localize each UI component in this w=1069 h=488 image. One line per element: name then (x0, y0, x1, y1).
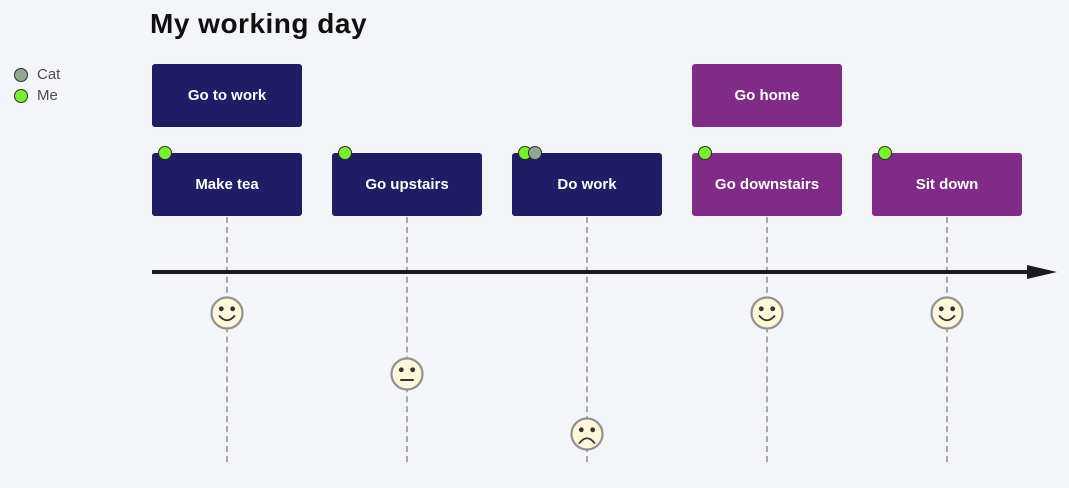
legend: Cat Me (14, 64, 60, 106)
task-label: Sit down (915, 176, 979, 193)
happy-face-icon (930, 296, 964, 330)
sad-face-icon (570, 417, 604, 451)
section-label: Go to work (187, 87, 267, 104)
grid-line (946, 217, 948, 462)
task-box-make-tea: Make tea (152, 145, 302, 216)
arrowhead-icon (1027, 264, 1057, 279)
task-box-do-work: Do work (512, 145, 662, 216)
me-actor-dot-icon (697, 145, 712, 160)
me-actor-dot-icon (337, 145, 352, 160)
happy-face-icon (210, 296, 244, 330)
legend-label-cat: Cat (37, 66, 61, 83)
legend-label-me: Me (37, 87, 58, 104)
section-label: Go home (734, 87, 800, 104)
neutral-face-icon (390, 357, 424, 391)
cat-actor-dot-icon (527, 145, 542, 160)
me-actor-dot-icon (14, 88, 28, 103)
me-actor-dot-icon (877, 145, 892, 160)
section-box-go-to-work: Go to work (152, 64, 302, 127)
me-actor-dot-icon (157, 145, 172, 160)
grid-line (766, 217, 768, 462)
task-box-sit-down: Sit down (872, 145, 1022, 216)
task-label: Do work (557, 176, 617, 193)
diagram-title: My working day (150, 8, 368, 39)
task-box-go-upstairs: Go upstairs (332, 145, 482, 216)
task-label: Go upstairs (365, 176, 449, 193)
section-box-go-home: Go home (692, 64, 842, 127)
task-box-go-downstairs: Go downstairs (692, 145, 842, 216)
grid-line (226, 217, 228, 462)
cat-actor-dot-icon (14, 67, 28, 82)
grid-line (586, 217, 588, 462)
happy-face-icon (750, 296, 784, 330)
legend-item-me: Me (14, 85, 60, 106)
legend-item-cat: Cat (14, 64, 60, 85)
task-label: Make tea (195, 176, 259, 193)
timeline-axis (152, 270, 1030, 274)
task-label: Go downstairs (714, 176, 820, 193)
grid-line (406, 217, 408, 462)
